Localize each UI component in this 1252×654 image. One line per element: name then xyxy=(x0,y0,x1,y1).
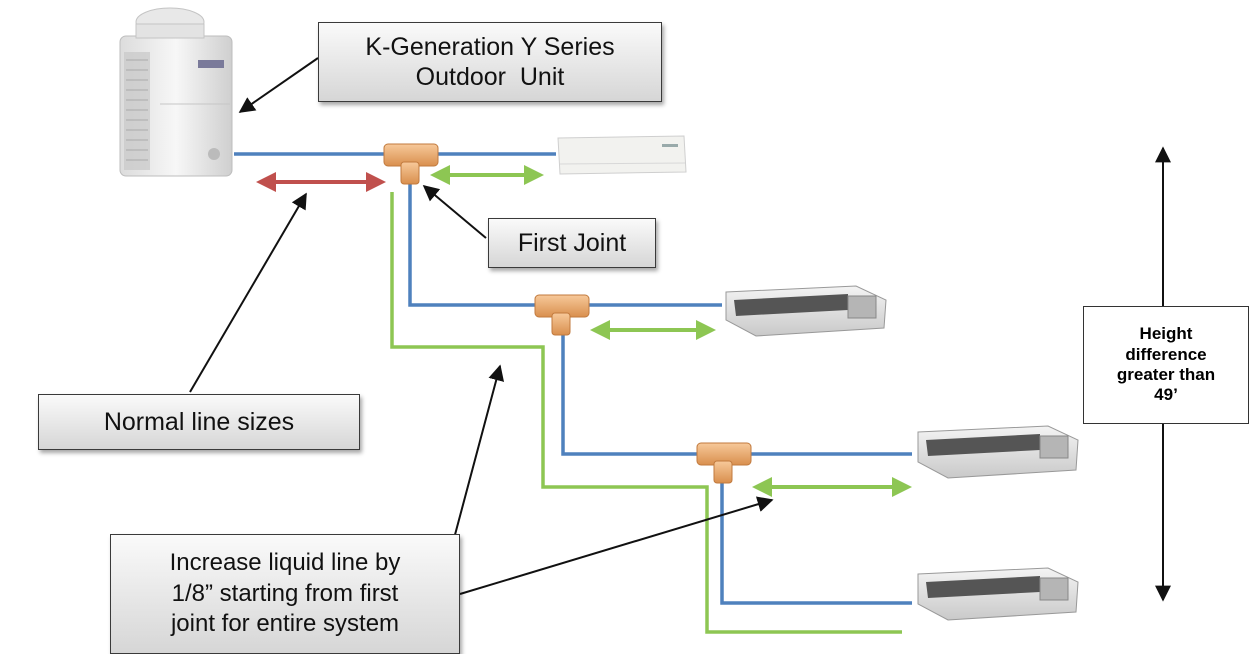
branch-joint-icon xyxy=(383,143,439,185)
branch-joint-icon xyxy=(534,294,590,336)
first-joint-callout-arrow xyxy=(422,184,487,239)
outdoor-unit-callout: K-Generation Y Series Outdoor Unit xyxy=(318,22,662,102)
increase-liquid-line-callout: Increase liquid line by 1/8” starting fr… xyxy=(110,534,460,654)
ducted-indoor-unit-icon xyxy=(725,285,887,337)
normal-line-sizes-callout: Normal line sizes xyxy=(38,394,360,450)
green-liquid-line xyxy=(390,192,902,634)
normal-line-sizes-label: Normal line sizes xyxy=(103,408,295,436)
height-box-line-4: 49’ xyxy=(1154,385,1178,405)
outdoor-callout-line-1: K-Generation Y Series xyxy=(365,33,615,61)
first-joint-label: First Joint xyxy=(517,229,627,257)
ducted-indoor-unit-icon xyxy=(917,567,1079,621)
height-box-line-3: greater than xyxy=(1116,365,1216,384)
outdoor-callout-arrow xyxy=(238,57,319,113)
outdoor-callout-line-2: Outdoor Unit xyxy=(415,63,565,91)
wall-indoor-unit-icon xyxy=(557,135,687,175)
height-difference-box: Height difference greater than 49’ xyxy=(1083,306,1249,424)
increase-callout-line-3: joint for entire system xyxy=(170,610,400,638)
increase-callout-arrow xyxy=(459,496,774,595)
increase-callout-line-2: 1/8” starting from first xyxy=(171,579,399,607)
increase-callout-line-1: Increase liquid line by xyxy=(169,548,401,576)
outdoor-unit-icon xyxy=(119,7,233,177)
increase-callout-arrow xyxy=(451,364,505,547)
normal-callout-arrow xyxy=(189,192,307,393)
first-joint-callout: First Joint xyxy=(488,218,656,268)
height-box-line-1: Height xyxy=(1139,324,1193,344)
height-box-line-2: difference xyxy=(1125,344,1207,364)
ducted-indoor-unit-icon xyxy=(917,425,1079,479)
branch-joint-icon xyxy=(696,442,752,484)
